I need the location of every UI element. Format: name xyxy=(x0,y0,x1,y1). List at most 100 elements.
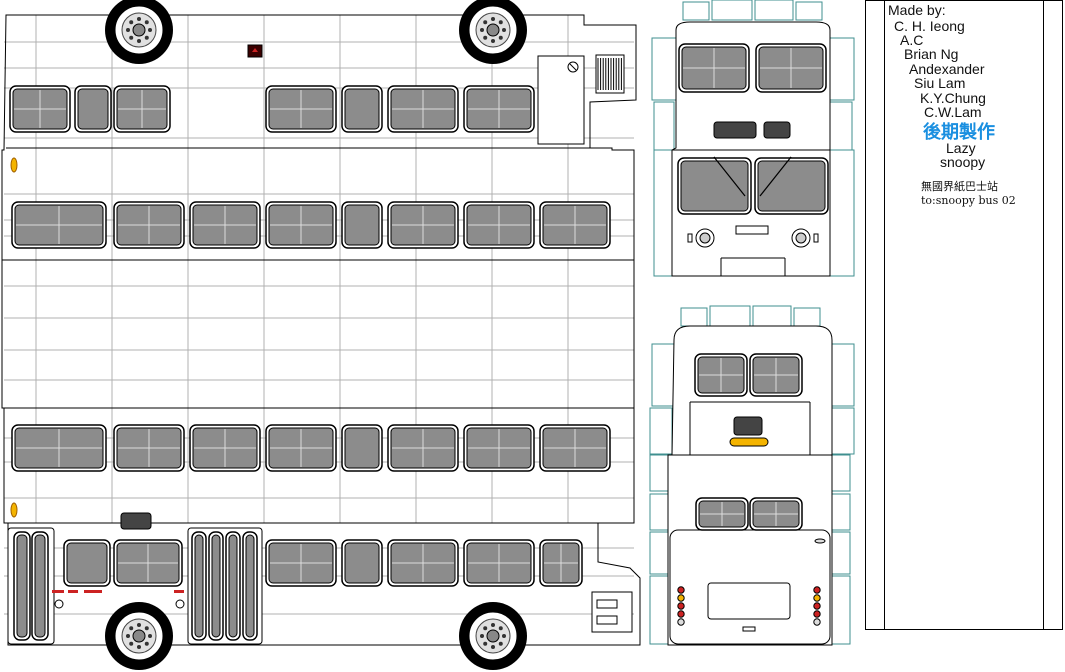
wheel-nut xyxy=(144,641,149,646)
credits-divider-left xyxy=(884,0,885,630)
credits-heading: Made by: xyxy=(888,2,946,18)
lower-side-details xyxy=(52,590,185,609)
glue-flap xyxy=(649,575,669,645)
wheel-cap xyxy=(486,629,500,643)
glue-flap xyxy=(831,575,851,645)
credit-name-2: A.C xyxy=(900,32,924,48)
front-grille-upper xyxy=(597,58,622,90)
wheel-nut xyxy=(483,626,488,631)
wheel-cap xyxy=(132,23,146,37)
tail-lamp-right xyxy=(813,594,821,602)
glue-flap xyxy=(793,307,821,327)
front-number-plate xyxy=(735,225,769,235)
post-credit-name-1: Lazy xyxy=(946,140,976,156)
window-glass xyxy=(680,160,749,212)
wheel-nut xyxy=(126,28,130,32)
rear-number-plate xyxy=(707,582,791,620)
tail-lamp-left xyxy=(677,594,685,602)
bus-windows xyxy=(9,85,611,587)
glue-flap xyxy=(829,149,855,277)
glue-flap xyxy=(829,101,853,151)
tail-lamp-left xyxy=(677,618,685,626)
glue-flap xyxy=(754,0,794,21)
front-headlights xyxy=(687,228,819,248)
wheel-nut xyxy=(480,28,484,32)
window-glass xyxy=(245,534,255,638)
wheel-nut xyxy=(148,634,152,638)
window-glass xyxy=(34,534,46,638)
wheel-nut xyxy=(491,39,495,43)
wheel-nut xyxy=(491,645,495,649)
wheel-nut xyxy=(498,641,503,646)
wheel-nut xyxy=(502,634,506,638)
glue-flap xyxy=(831,531,851,575)
rear-badge-icon xyxy=(814,538,826,544)
wheel-nut xyxy=(483,35,488,40)
wheel-nut xyxy=(137,17,141,21)
glue-flap xyxy=(649,493,669,531)
wheel-nut xyxy=(148,28,152,32)
credit-name-7: C.W.Lam xyxy=(924,104,982,120)
rear-tail-lamps xyxy=(677,586,821,626)
glue-flap xyxy=(651,343,675,407)
wheel-cap xyxy=(132,629,146,643)
bus-front-view xyxy=(651,0,855,277)
wheel-nut xyxy=(137,645,141,649)
glue-flap xyxy=(829,37,855,101)
rear-plate-lamp xyxy=(742,626,756,632)
credits-panel: Made by: C. H. Ieong A.C Brian Ng Andexa… xyxy=(865,0,1063,630)
glue-flap xyxy=(711,0,753,21)
wheel-nut xyxy=(144,626,149,631)
credit-name-4: Andexander xyxy=(909,61,985,77)
credits-frame xyxy=(865,0,1063,630)
window-glass xyxy=(757,160,826,212)
wheel-nut xyxy=(129,35,134,40)
window-glass xyxy=(228,534,238,638)
window-glass xyxy=(77,88,109,130)
site-name: 無國界紙巴士站 xyxy=(921,180,998,193)
glue-flap xyxy=(653,149,675,277)
window-glass xyxy=(66,542,108,584)
glue-flap xyxy=(680,307,708,327)
wheel-nut xyxy=(129,641,134,646)
rear-route-number-blind xyxy=(733,416,763,436)
glue-flap xyxy=(649,531,669,575)
glue-flap xyxy=(831,454,851,492)
post-production-label: 後期製作 xyxy=(923,122,995,142)
window-glass xyxy=(211,534,221,638)
wheel-nut xyxy=(144,20,149,25)
wheel-nut xyxy=(126,634,130,638)
glue-flap xyxy=(653,101,675,151)
credits-divider-right xyxy=(1043,0,1044,630)
tail-lamp-left xyxy=(677,602,685,610)
side-indicator-lower xyxy=(10,502,18,518)
window-glass xyxy=(344,88,380,130)
wheel-nut xyxy=(137,39,141,43)
glue-flap xyxy=(831,407,855,455)
glue-flap xyxy=(752,305,792,327)
credit-name-5: Siu Lam xyxy=(914,75,966,91)
glue-flap xyxy=(831,343,855,407)
bus-rear-view xyxy=(649,305,855,646)
credit-name-6: K.Y.Chung xyxy=(920,90,986,106)
destination-blind-lower xyxy=(120,512,152,530)
wheel-nut xyxy=(137,623,141,627)
window-glass xyxy=(344,427,380,469)
window-glass xyxy=(194,534,204,638)
tail-lamp-left xyxy=(677,586,685,594)
site-reference: to:snoopy bus 02 xyxy=(921,194,1016,207)
wheel-nut xyxy=(502,28,506,32)
bus-doors xyxy=(7,527,263,645)
wheel-nut xyxy=(483,641,488,646)
window-glass xyxy=(344,542,380,584)
rear-amber-light xyxy=(729,437,769,447)
tail-lamp-left xyxy=(677,610,685,618)
wheel-nut xyxy=(129,20,134,25)
wiper-left xyxy=(713,156,746,197)
wheel-nut xyxy=(483,20,488,25)
glue-flap xyxy=(649,454,669,492)
glue-flap xyxy=(709,305,751,327)
front-route-number-blind xyxy=(763,121,791,139)
window-glass xyxy=(344,204,380,246)
